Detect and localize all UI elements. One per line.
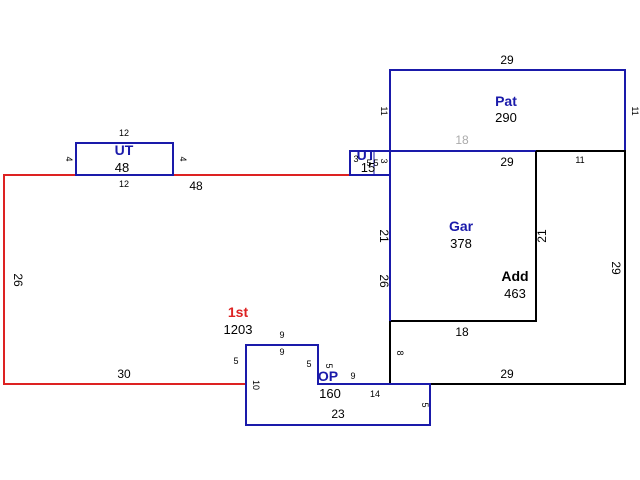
dim-label: 11 xyxy=(379,106,389,115)
dim-label: 18 xyxy=(455,133,469,147)
first-floor-name: 1st xyxy=(228,304,249,320)
dim-label: 29 xyxy=(500,367,514,381)
dim-label: 11 xyxy=(630,106,640,115)
addition-name: Add xyxy=(501,268,528,284)
garage-name: Gar xyxy=(449,218,474,234)
ut-left-name: UT xyxy=(115,142,134,158)
dim-label: 48 xyxy=(189,179,203,193)
dim-label: 11 xyxy=(575,155,584,165)
dim-label: 12 xyxy=(119,128,129,138)
ut-left-value: 48 xyxy=(115,160,129,175)
dim-label: 9 xyxy=(279,330,284,340)
dim-label: 18 xyxy=(455,325,469,339)
dim-label: 26 xyxy=(11,273,25,287)
dim-label: 8 xyxy=(395,350,405,355)
dim-label: 29 xyxy=(500,155,514,169)
open-porch-value: 160 xyxy=(319,386,341,401)
dim-label: 5 xyxy=(366,158,371,168)
dim-label: 5 xyxy=(373,158,378,168)
dim-label: 30 xyxy=(117,367,131,381)
dim-label: 5 xyxy=(233,356,238,366)
dim-label: 4 xyxy=(64,156,74,161)
ut-right-value: 15 xyxy=(361,160,375,175)
open-porch-outline xyxy=(245,344,431,426)
dim-label: 10 xyxy=(251,380,261,390)
dim-label: 5 xyxy=(324,363,334,368)
dim-label: 23 xyxy=(331,407,345,421)
dim-label: 21 xyxy=(377,229,391,243)
addition-value: 463 xyxy=(504,286,526,301)
ut-left-outline xyxy=(75,142,174,176)
dim-label: 12 xyxy=(119,179,129,189)
garage-value: 378 xyxy=(450,236,472,251)
dim-label: 9 xyxy=(279,347,284,357)
open-porch-name: OP xyxy=(318,368,338,384)
dim-label: 3 xyxy=(353,154,358,164)
first-floor-value: 1203 xyxy=(224,322,253,337)
dim-label: 5 xyxy=(420,402,430,407)
dim-label: 29 xyxy=(609,261,623,275)
dim-label: 26 xyxy=(377,274,391,288)
patio-value: 290 xyxy=(495,110,517,125)
ut-right-name: UT xyxy=(357,147,376,163)
dim-label: 9 xyxy=(350,371,355,381)
dim-label: 5 xyxy=(306,359,311,369)
dim-label: 21 xyxy=(535,229,549,243)
first-floor-outline xyxy=(3,174,350,385)
patio-name: Pat xyxy=(495,93,517,109)
dim-label: 3 xyxy=(379,158,389,163)
dim-label: 4 xyxy=(178,156,188,161)
dim-label: 14 xyxy=(370,389,380,399)
dim-label: 29 xyxy=(500,53,514,67)
